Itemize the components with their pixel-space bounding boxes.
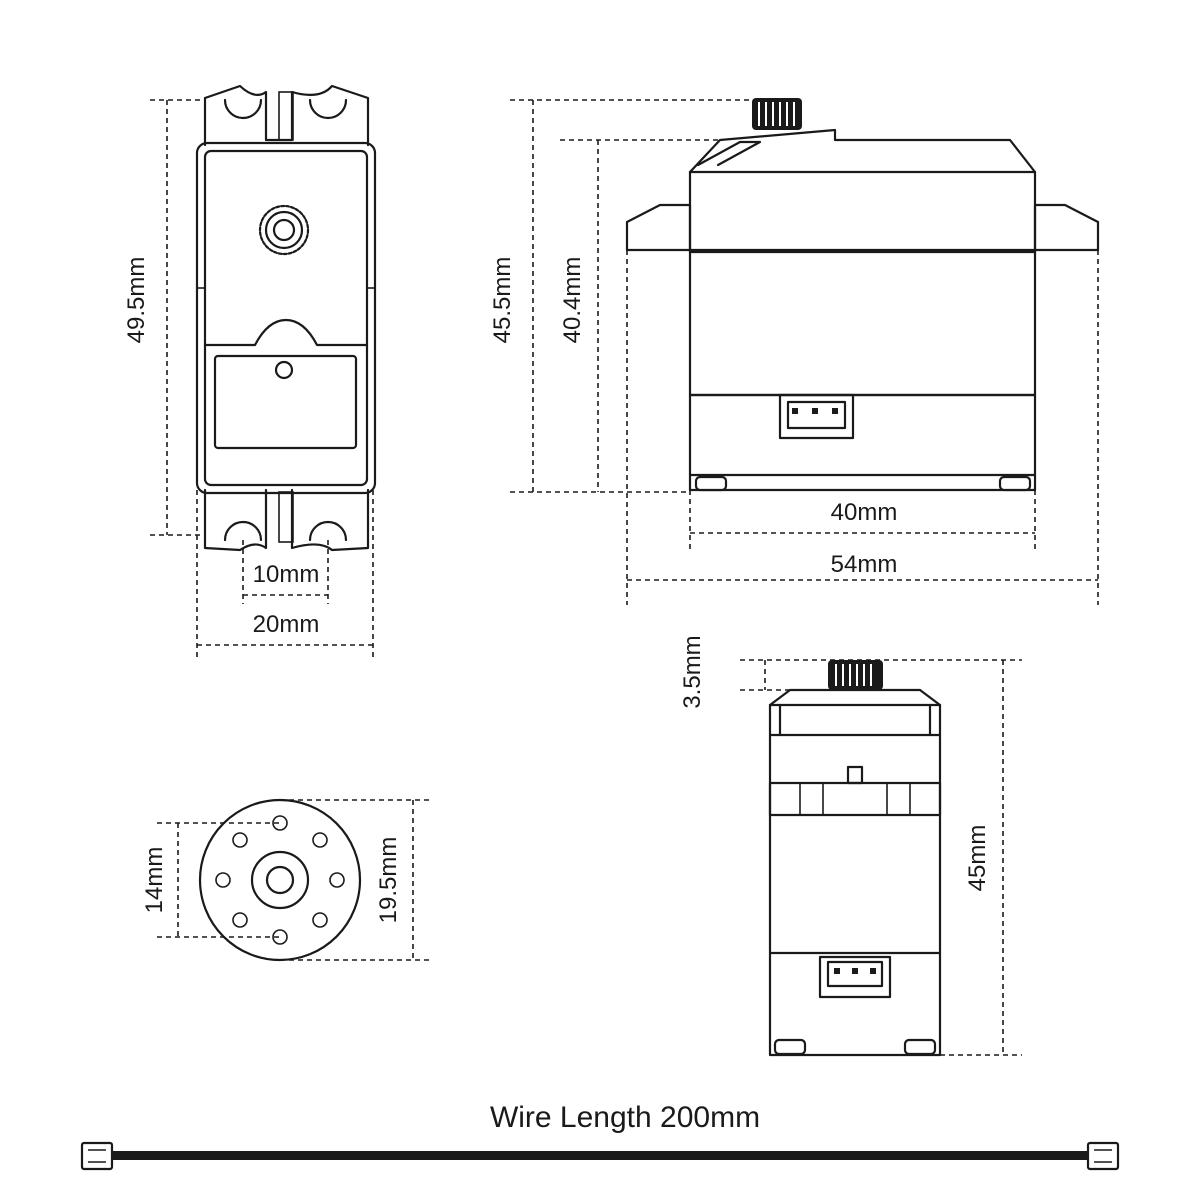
wire-length-label: Wire Length 200mm <box>490 1101 760 1134</box>
dim-54: 54mm <box>831 551 898 578</box>
servo-front-view <box>625 98 1100 492</box>
output-spline-icon <box>258 204 310 256</box>
dim-14: 14mm <box>141 847 168 914</box>
dim-40-4: 40.4mm <box>559 257 586 344</box>
spline-front-icon <box>752 98 802 130</box>
dim-49-5: 49.5mm <box>123 257 150 344</box>
spline-side-icon <box>828 660 883 690</box>
connector-icon <box>778 393 855 440</box>
servo-horn-view <box>198 798 362 962</box>
wire-cable <box>80 1141 1120 1171</box>
dim-20: 20mm <box>253 611 320 638</box>
dim-40: 40mm <box>831 499 898 526</box>
connector-side-icon <box>818 955 892 999</box>
dim-19-5: 19.5mm <box>375 837 402 924</box>
dim-3-5: 3.5mm <box>679 635 706 708</box>
dim-10: 10mm <box>253 561 320 588</box>
servo-side-view <box>768 660 942 1057</box>
dim-45: 45mm <box>964 825 991 892</box>
dim-45-5: 45.5mm <box>489 257 516 344</box>
servo-top-view <box>195 84 377 552</box>
